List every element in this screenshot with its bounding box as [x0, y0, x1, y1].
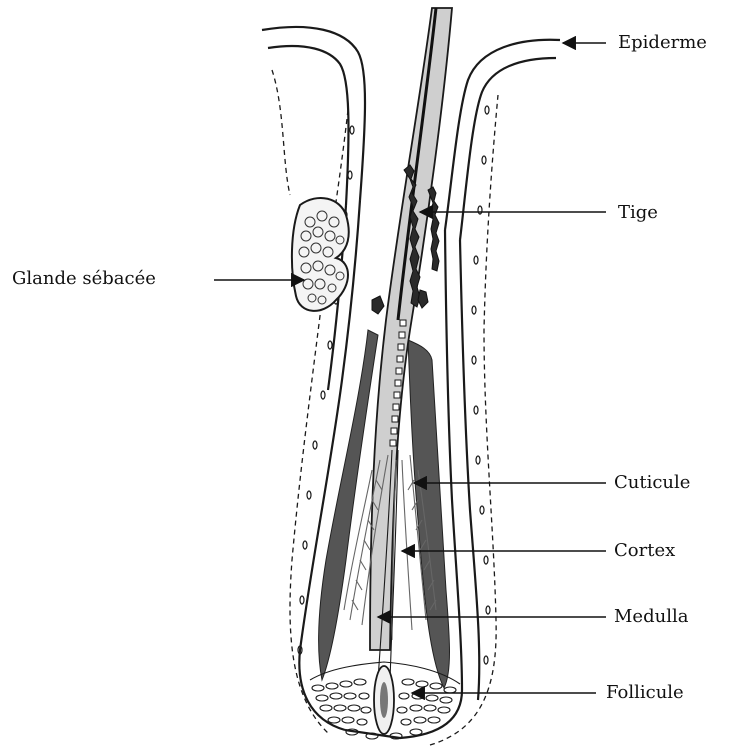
root-sheath-left: [319, 330, 378, 680]
epidermis-left-outer: [262, 27, 365, 200]
follicle-bulb: [310, 662, 460, 739]
label-medulla: Medulla: [614, 606, 688, 628]
label-follicule: Follicule: [606, 682, 684, 704]
sebaceous-gland: [292, 198, 349, 311]
root-sheath-right: [408, 340, 450, 688]
label-cuticule: Cuticule: [614, 472, 690, 494]
epidermis-left-inner: [268, 46, 348, 205]
label-cortex: Cortex: [614, 540, 675, 562]
label-epiderme: Epiderme: [618, 32, 707, 54]
label-glande-sebacee: Glande sébacée: [12, 268, 156, 290]
sheath-top-left-dashed: [272, 70, 290, 195]
label-tige: Tige: [618, 202, 658, 224]
